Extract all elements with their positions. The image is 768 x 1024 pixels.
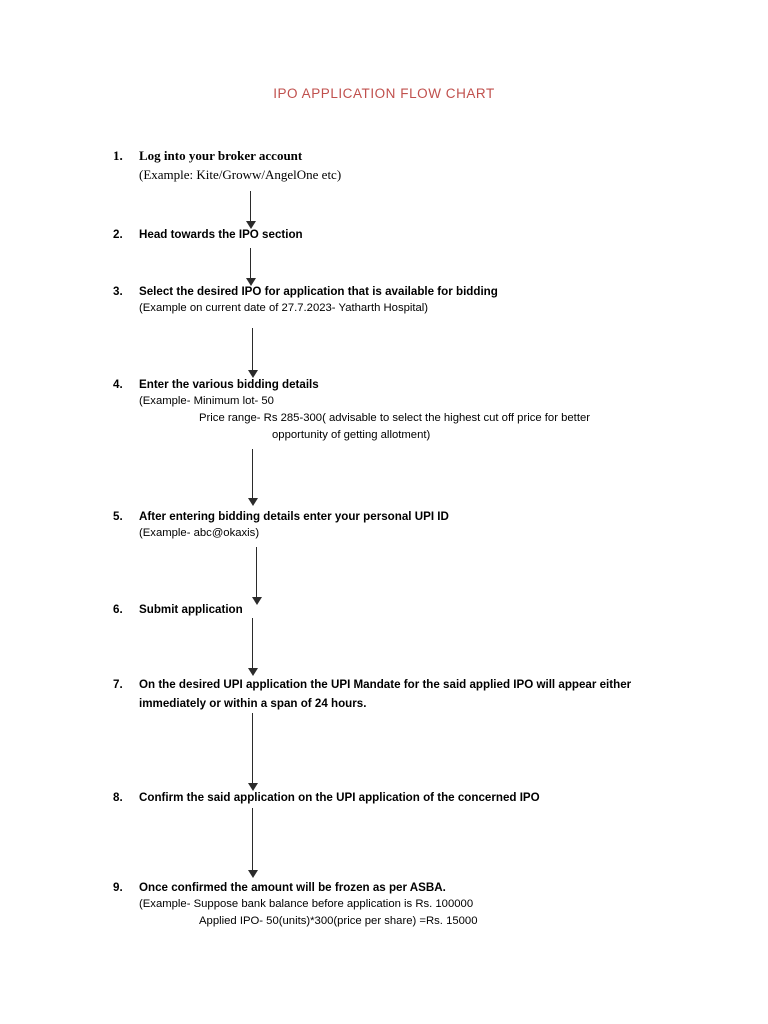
flow-step-4: 4. Enter the various bidding details (Ex… (113, 377, 590, 444)
flow-step-1: 1. Log into your broker account (Example… (113, 147, 341, 185)
step-9-detail-2: Applied IPO- 50(units)*300(price per sha… (199, 915, 478, 928)
step-4-detail-2: Price range- Rs 285-300( advisable to se… (199, 412, 591, 425)
arrow-shaft (250, 191, 252, 221)
arrow-head (246, 278, 256, 286)
step-1-heading: 1. Log into your broker account (113, 147, 341, 165)
arrow-step8-step9 (245, 808, 261, 878)
arrow-shaft (252, 449, 254, 498)
arrow-head (252, 597, 262, 605)
step-8-heading: 8. Confirm the said application on the U… (113, 790, 540, 806)
arrow-step4-step5 (245, 449, 261, 506)
flow-step-7: 7. On the desired UPI application the UP… (113, 676, 674, 714)
step-6-title: Submit application (139, 603, 243, 616)
arrow-step7-step8 (245, 713, 261, 791)
step-8-number: 8. (113, 791, 123, 804)
arrow-head (248, 870, 258, 878)
step-1-title: Log into your broker account (139, 148, 303, 163)
flow-step-9: 9. Once confirmed the amount will be fro… (113, 880, 478, 930)
arrow-shaft (256, 547, 258, 597)
step-3-heading: 3. Select the desired IPO for applicatio… (113, 284, 498, 300)
step-4-heading: 4. Enter the various bidding details (113, 377, 590, 393)
arrow-head (248, 370, 258, 378)
step-6-heading: 6. Submit application (113, 602, 243, 618)
step-3-title: Select the desired IPO for application t… (139, 285, 498, 298)
step-9-number: 9. (113, 881, 123, 894)
arrow-head (248, 783, 258, 791)
flow-step-3: 3. Select the desired IPO for applicatio… (113, 284, 498, 317)
step-1-number: 1. (113, 148, 123, 163)
step-5-detail-1: (Example- abc@okaxis) (139, 527, 260, 540)
arrow-shaft (250, 248, 252, 278)
arrow-step6-step7 (245, 618, 261, 676)
step-7-title: On the desired UPI application the UPI M… (139, 678, 632, 710)
arrow-shaft (252, 808, 254, 870)
arrow-shaft (252, 328, 254, 370)
step-7-heading: 7. On the desired UPI application the UP… (113, 676, 674, 714)
step-7-number: 7. (113, 678, 123, 691)
step-9-detail-1: (Example- Suppose bank balance before ap… (139, 898, 474, 911)
step-4-number: 4. (113, 378, 123, 391)
flow-step-2: 2. Head towards the IPO section (113, 227, 303, 243)
arrow-head (248, 498, 258, 506)
step-2-title: Head towards the IPO section (139, 228, 303, 241)
page-title: IPO APPLICATION FLOW CHART (273, 86, 495, 101)
step-5-title: After entering bidding details enter you… (139, 510, 449, 523)
step-3-number: 3. (113, 285, 123, 298)
step-2-number: 2. (113, 228, 123, 241)
flow-step-6: 6. Submit application (113, 602, 243, 618)
step-8-title: Confirm the said application on the UPI … (139, 791, 540, 804)
arrow-step1-step2 (243, 191, 259, 229)
step-4-detail-3: opportunity of getting allotment) (272, 429, 431, 442)
step-5-heading: 5. After entering bidding details enter … (113, 509, 449, 525)
step-3-detail-1: (Example on current date of 27.7.2023- Y… (139, 302, 429, 315)
arrow-step2-step3 (243, 248, 259, 286)
flow-step-5: 5. After entering bidding details enter … (113, 509, 449, 542)
arrow-shaft (252, 618, 254, 668)
arrow-shaft (252, 713, 254, 783)
arrow-step5-step6 (249, 547, 265, 605)
step-9-heading: 9. Once confirmed the amount will be fro… (113, 880, 478, 896)
step-6-number: 6. (113, 603, 123, 616)
flow-step-8: 8. Confirm the said application on the U… (113, 790, 540, 806)
arrow-head (248, 668, 258, 676)
step-1-detail-1: (Example: Kite/Groww/AngelOne etc) (139, 167, 342, 183)
step-4-detail-1: (Example- Minimum lot- 50 (139, 395, 274, 408)
arrow-step3-step4 (245, 328, 261, 378)
step-4-title: Enter the various bidding details (139, 378, 319, 391)
arrow-head (246, 221, 256, 229)
step-5-number: 5. (113, 510, 123, 523)
step-9-title: Once confirmed the amount will be frozen… (139, 881, 446, 894)
step-2-heading: 2. Head towards the IPO section (113, 227, 303, 243)
